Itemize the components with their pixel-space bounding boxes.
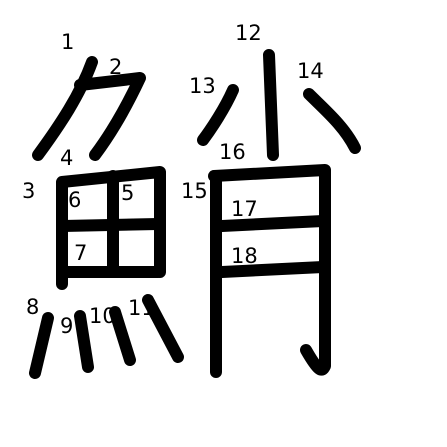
stroke-number-13: 13	[189, 74, 216, 98]
stroke-12	[263, 49, 279, 161]
stroke-16	[208, 164, 331, 376]
stroke-14	[303, 88, 361, 154]
stroke-number-2: 2	[109, 55, 123, 79]
stroke-number-17: 17	[231, 197, 258, 221]
stroke-17	[216, 215, 329, 232]
stroke-number-11: 11	[128, 296, 155, 320]
stroke-8	[29, 312, 54, 379]
stroke-11	[142, 294, 184, 363]
stroke-6	[57, 218, 164, 232]
stroke-13	[197, 84, 239, 146]
stroke-number-15: 15	[181, 179, 208, 203]
stroke-number-5: 5	[121, 181, 135, 205]
stroke-number-10: 10	[89, 304, 116, 328]
stroke-number-6: 6	[68, 188, 82, 212]
stroke-1	[32, 56, 98, 161]
stroke-number-9: 9	[60, 314, 74, 338]
stroke-18	[216, 261, 329, 278]
stroke-number-7: 7	[74, 241, 88, 265]
stroke-2	[74, 72, 146, 161]
stroke-number-18: 18	[231, 244, 258, 268]
stroke-4	[56, 166, 166, 278]
stroke-number-1: 1	[61, 30, 75, 54]
stroke-number-14: 14	[297, 59, 324, 83]
stroke-number-3: 3	[22, 179, 36, 203]
stroke-number-4: 4	[60, 146, 74, 170]
stroke-9	[74, 310, 94, 373]
stroke-10	[109, 306, 136, 366]
stroke-number-16: 16	[219, 140, 246, 164]
stroke-number-8: 8	[26, 295, 40, 319]
stroke-number-12: 12	[235, 21, 262, 45]
